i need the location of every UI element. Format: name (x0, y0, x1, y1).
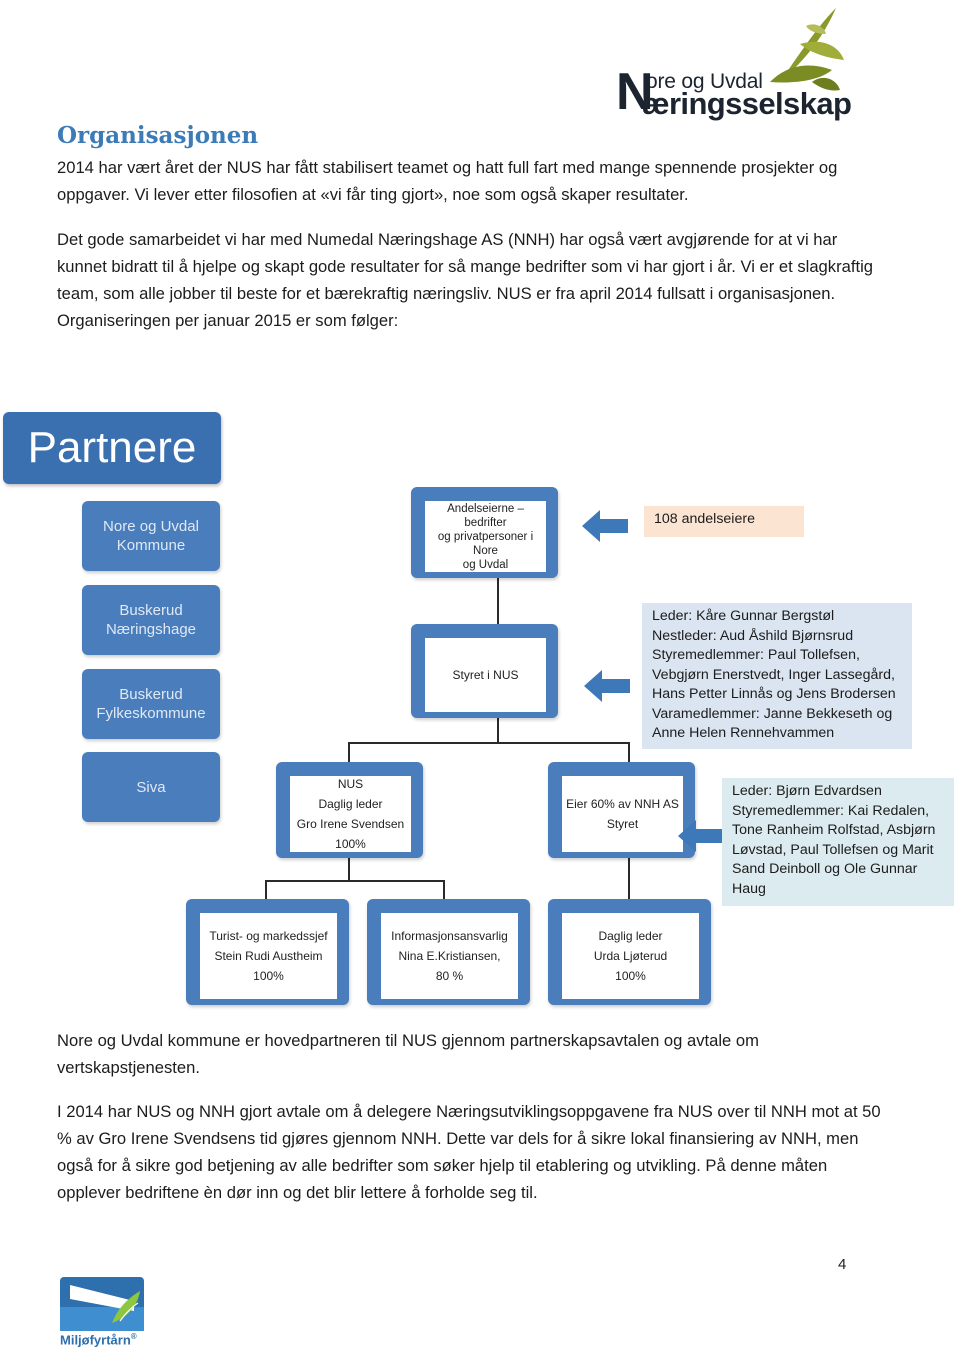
page-number: 4 (838, 1256, 847, 1273)
paragraph-main-partner: Nore og Uvdal kommune er hovedpartneren … (57, 1031, 759, 1077)
board-members-note: Leder: Kåre Gunnar Bergstøl Nestleder: A… (642, 603, 912, 749)
staff-role: Turist- og markedssjef (209, 929, 328, 943)
owners-line1: Andelseierne – bedrifter (447, 502, 524, 529)
board-note-line: Leder: Kåre Gunnar Bergstøl (652, 608, 835, 624)
partner-line1: Siva (136, 778, 166, 796)
partner-siva: Siva (82, 752, 220, 822)
paragraph-intro: 2014 har vært året der NUS har fått stab… (57, 158, 838, 204)
staff-percent: 100% (615, 969, 646, 983)
nnh-note-line: Sand Deinboll og Ole Gunnar (732, 861, 918, 877)
nnh-line2: Styret (606, 817, 639, 831)
staff-box-information: Informasjonsansvarlig Nina E.Kristiansen… (367, 899, 530, 1005)
staff-name: Stein Rudi Austheim (214, 949, 323, 963)
staff-name: Urda Ljøterud (593, 949, 668, 963)
board-note-line: Varamedlemmer: Janne Bekkeseth og (652, 705, 893, 722)
connector-owners-board (497, 578, 499, 628)
nnh-note-line: Løvstad, Paul Tollefsen og Marit (732, 841, 934, 858)
board-box: Styret i NUS (411, 624, 558, 718)
connector-staff-bar (265, 880, 445, 882)
nnh-box: Eier 60% av NNH AS Styret (548, 762, 695, 858)
partner-line2: Fylkeskommune (96, 705, 206, 722)
partner-line2: Kommune (116, 537, 186, 554)
nnh-board-note: Leder: Bjørn Edvardsen Styremedlemmer: K… (722, 778, 954, 906)
nus-box: NUS Daglig leder Gro Irene Svendsen 100% (276, 762, 423, 858)
connector-nnh-down (628, 858, 630, 902)
board-note-line: Vebgjørn Enerstvedt, Inger Lassegård, (652, 666, 895, 683)
board-note-line: Styremedlemmer: Paul Tollefsen, (652, 647, 860, 663)
staff-percent: 100% (253, 969, 284, 983)
board-label: Styret i NUS (452, 668, 519, 682)
connector-to-staff1 (265, 880, 267, 902)
miljofyrtarn-logo: Miljøfyrtårn® (58, 1275, 148, 1349)
partner-line1: Buskerud (119, 686, 183, 703)
brand-text: Miljøfyrtårn (60, 1332, 131, 1348)
nnh-note-line: Tone Ranheim Rolfstad, Asbjørn (732, 822, 936, 838)
partners-title: Partnere (3, 412, 221, 484)
registered-mark: ® (130, 1332, 137, 1341)
nnh-line1: Eier 60% av NNH AS (566, 797, 679, 811)
partner-line1: Buskerud (119, 602, 183, 619)
partner-line2: Næringshage (105, 621, 197, 638)
nnh-note-line: Styremedlemmer: Kai Redalen, (732, 802, 930, 819)
owners-count: 108 andelseiere (654, 511, 755, 527)
staff-name: Nina E.Kristiansen, (398, 949, 501, 963)
nnh-note-line: Leder: Bjørn Edvardsen (732, 783, 882, 799)
nus-line1: NUS (337, 777, 364, 791)
connector-to-nnh (628, 742, 630, 764)
owners-line2: og privatpersoner i Nore (437, 530, 534, 557)
leaf-logo-icon (770, 8, 844, 91)
logo-line1: ore og Uvdal (646, 70, 763, 93)
connector-level2-bar (348, 742, 630, 744)
arrow-left-icon (584, 670, 630, 702)
section-title: Organisasjonen (57, 122, 259, 149)
staff-percent: 80 % (435, 969, 464, 983)
nus-line4: 100% (335, 837, 366, 851)
staff-box-nnh-manager: Daglig leder Urda Ljøterud 100% (548, 899, 711, 1005)
connector-nus-down (348, 858, 350, 882)
connector-board-down (497, 718, 499, 744)
nus-line2: Daglig leder (318, 797, 383, 811)
board-note-line: Anne Helen Rennehvammen (652, 725, 835, 741)
paragraph-cooperation: Det gode samarbeidet vi har med Numedal … (57, 230, 873, 330)
partner-line1: Nore og Uvdal (103, 518, 199, 535)
arrow-left-icon (582, 510, 628, 542)
company-logo: N ore og Uvdal æringsselskap (612, 4, 852, 124)
staff-role: Informasjonsansvarlig (391, 929, 508, 943)
owners-note: 108 andelseiere (644, 506, 804, 537)
owners-line3: og Uvdal (462, 558, 509, 571)
logo-initial: N (616, 63, 654, 121)
owners-box: Andelseierne – bedrifter og privatperson… (411, 487, 558, 578)
staff-role: Daglig leder (598, 929, 663, 943)
lighthouse-logo-icon (60, 1277, 144, 1331)
connector-to-staff2 (443, 880, 445, 902)
nnh-note-line: Haug (732, 880, 766, 897)
arrow-left-icon (678, 820, 724, 852)
nus-line3: Gro Irene Svendsen (296, 817, 405, 831)
logo-line2: æringsselskap (642, 86, 852, 121)
staff-box-tourism: Turist- og markedssjef Stein Rudi Austhe… (186, 899, 349, 1005)
board-note-line: Hans Petter Linnås og Jens Brodersen (652, 686, 896, 702)
connector-to-nus (348, 742, 350, 764)
paragraph-agreement: I 2014 har NUS og NNH gjort avtale om å … (57, 1102, 881, 1202)
board-note-line: Nestleder: Aud Åshild Bjørnsrud (652, 627, 854, 644)
miljofyrtarn-wordmark: Miljøfyrtårn® (60, 1332, 137, 1347)
